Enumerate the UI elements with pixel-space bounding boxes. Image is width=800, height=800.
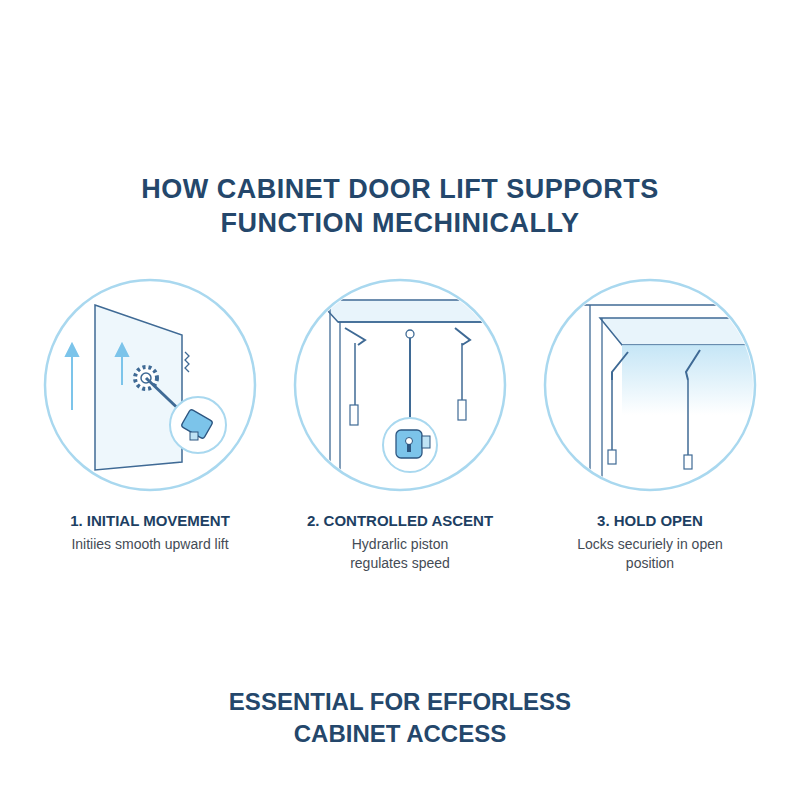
step-panel: 3. HOLD OPEN Locks securiely in open posi… [535, 280, 765, 600]
step-description: Initiies smooth upward lift [40, 535, 260, 554]
piston-illustration [318, 300, 520, 500]
step-description: Hydrarlic piston regulates speed [325, 535, 475, 573]
step-panel: 2. CONTROLLED ASCENT Hydrarlic piston reg… [285, 280, 515, 600]
step-heading: 2. CONTROLLED ASCENT [285, 512, 515, 529]
step-heading: 3. HOLD OPEN [535, 512, 765, 529]
diagram-caption: ESSENTIAL FOR EFFORLESS CABINET ACCESS [200, 686, 600, 750]
step-heading: 1. INITIAL MOVEMENT [35, 512, 265, 529]
door-illustration [66, 305, 226, 470]
diagram-title: HOW CABINET DOOR LIFT SUPPORTS FUNCTION … [100, 172, 700, 240]
frame-circle [45, 280, 255, 490]
step-panel: 1. INITIAL MOVEMENT Initiies smooth upwar… [35, 280, 265, 600]
step-description: Locks securiely in open position [575, 535, 725, 573]
open-door-illustration [580, 305, 760, 500]
